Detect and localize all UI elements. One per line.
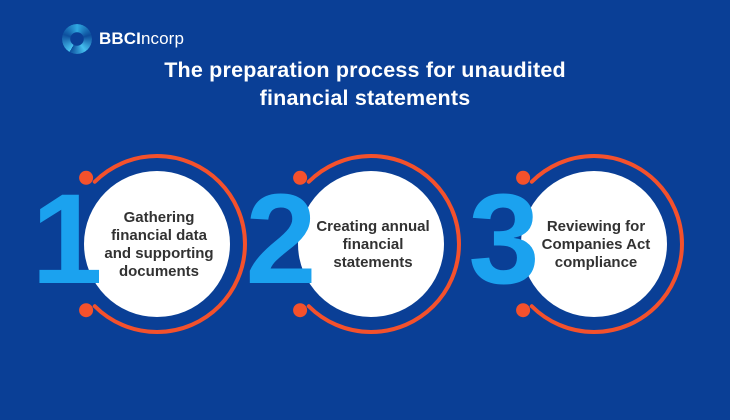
arc-end-dot (293, 303, 308, 318)
step-label: Creating annual financial statements (316, 218, 430, 271)
arc-end-dot (516, 170, 531, 185)
step-number: 1 (31, 168, 103, 311)
white-circle (298, 171, 444, 317)
orange-arc (529, 154, 684, 334)
arc-end-dot (79, 170, 94, 185)
step-label: Gathering financial data and supporting … (104, 209, 214, 280)
brand-name-light: ncorp (140, 29, 184, 48)
page-title-line2: financial statements (259, 86, 471, 110)
white-circle (521, 171, 667, 317)
arc-end-dot (293, 170, 308, 185)
step-3-ring-graphic (516, 154, 684, 334)
step-1: 1 Gathering financial data and supportin… (31, 129, 272, 359)
step-number: 3 (468, 168, 540, 311)
orange-arc (306, 154, 461, 334)
arc-end-dot (516, 303, 531, 318)
brand-name-bold: BBCI (99, 29, 141, 48)
page-title-line1: The preparation process for unaudited (164, 58, 566, 82)
step-2-ring-graphic (293, 154, 461, 334)
swirl-ring-icon (62, 24, 92, 54)
step-3: 3 Reviewing for Companies Act compliance (468, 129, 709, 359)
orange-arc (92, 154, 247, 334)
step-label: Reviewing for Companies Act compliance (541, 218, 651, 271)
step-number: 2 (245, 168, 317, 311)
arc-end-dot (79, 303, 94, 318)
white-circle (84, 171, 230, 317)
page-title: The preparation process for unaudited fi… (0, 56, 730, 112)
step-1-ring-graphic (79, 154, 247, 334)
step-2: 2 Creating annual financial statements (245, 129, 486, 359)
brand-logo: BBCIncorp (62, 24, 184, 54)
brand-name: BBCIncorp (99, 29, 184, 49)
